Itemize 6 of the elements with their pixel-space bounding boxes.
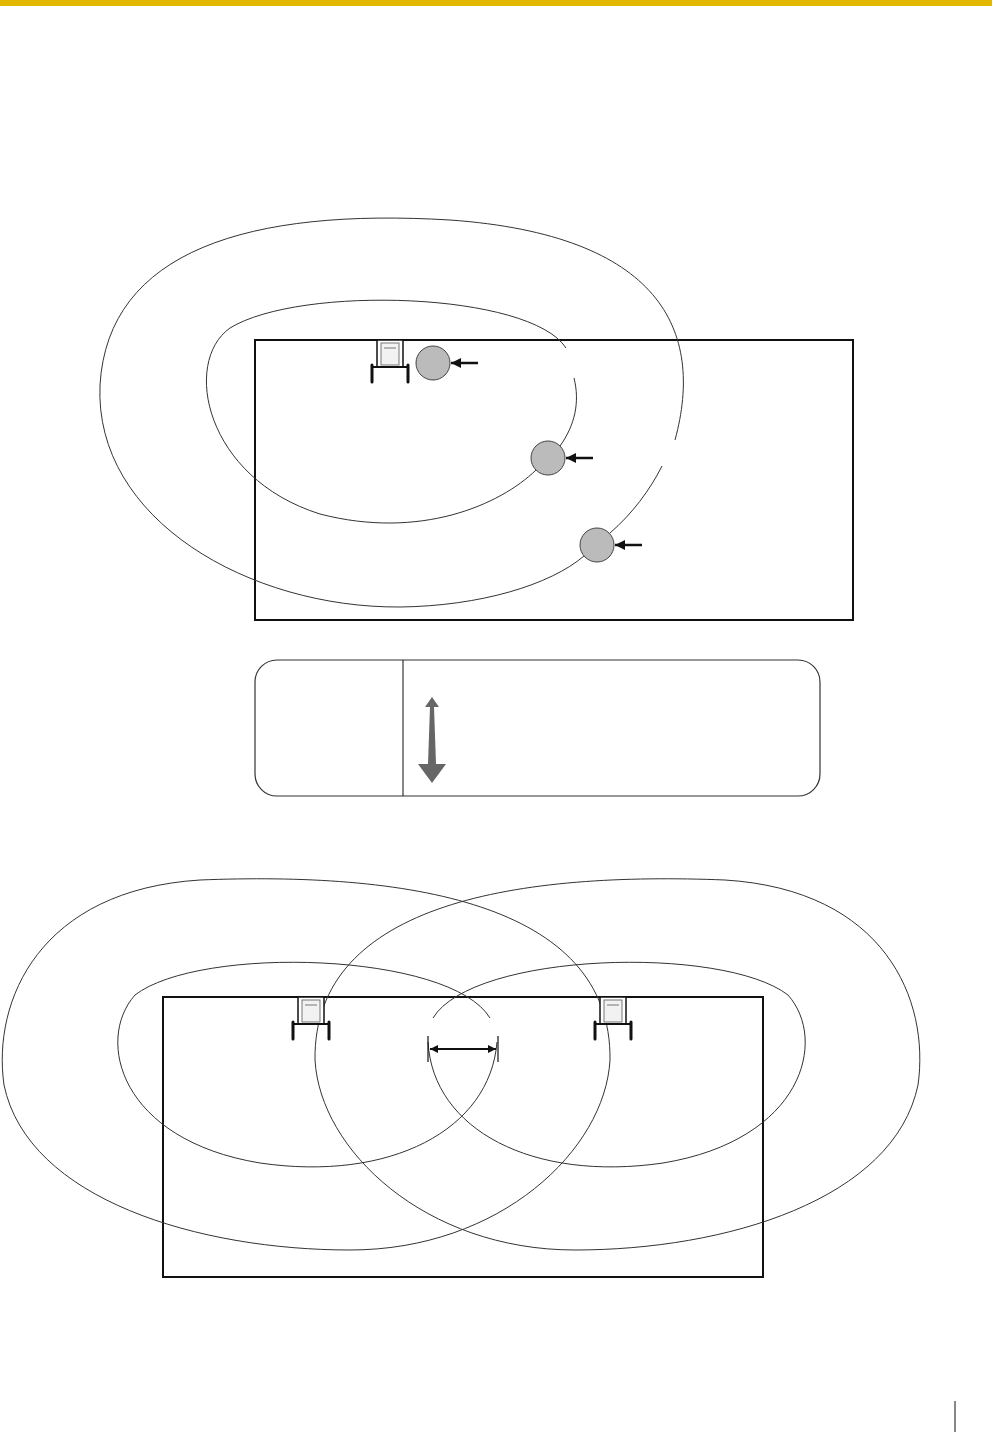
marker-circle [579,527,615,563]
arrow [566,453,593,463]
arrow [615,540,642,550]
marker-circle [530,440,566,476]
arrow [451,358,478,368]
marker-circle [415,345,451,381]
